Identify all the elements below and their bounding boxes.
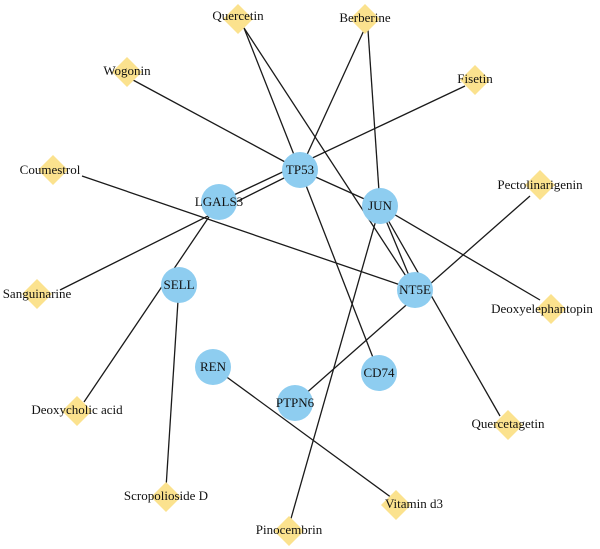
compound-node-deoxyelephantopin [536,294,566,324]
edge-pinocembrin-jun [289,205,381,523]
gene-label-jun: JUN [368,198,392,213]
compound-node-sanguinarine [22,279,52,309]
edge-coumestrol-nt5e [81,175,416,291]
compound-label-deoxyelephantopin: Deoxyelephantopin [491,301,593,316]
edge-tp53-cd74 [299,169,380,374]
gene-node-cd74 [361,355,397,391]
compound-label-pectolinarigenin: Pectolinarigenin [497,177,583,192]
compound-node-wogonin [112,57,142,87]
compound-node-coumestrol [38,155,68,185]
edges-layer [59,27,541,523]
edge-quercetin-nt5e [243,27,416,291]
compound-label-quercetin: Quercetin [212,8,264,23]
edge-scropolioside_d-sell [165,284,180,489]
gene-node-jun [362,188,398,224]
nodes-layer [22,4,566,546]
compound-label-quercetagetin: Quercetagetin [472,416,545,431]
gene-label-tp53: TP53 [286,162,314,177]
edge-wogonin-tp53 [132,79,301,171]
gene-node-ren [195,349,231,385]
compound-node-fisetin [460,65,490,95]
compound-label-berberine: Berberine [339,10,390,25]
edge-deoxycholic_acid-lgals3 [83,201,220,403]
compound-label-sanguinarine: Sanguinarine [3,286,72,301]
compound-node-scropolioside-d [151,482,181,512]
gene-node-lgals3 [201,184,237,220]
gene-label-nt5e: NT5E [399,282,431,297]
gene-node-sell [161,267,197,303]
edge-sanguinarine-tp53 [59,169,301,291]
compound-label-fisetin: Fisetin [457,71,493,86]
edge-vitamin_d3-ren [212,366,393,499]
compound-label-vitamin-d3: Vitamin d3 [385,496,443,511]
compound-node-quercetagetin [493,410,523,440]
compound-label-scropolioside-d: Scropolioside D [124,488,208,503]
gene-label-ren: REN [200,359,227,374]
gene-label-lgals3: LGALS3 [195,194,243,209]
compound-node-pectolinarigenin [525,170,555,200]
gene-node-ptpn6 [277,385,313,421]
compound-node-vitamin-d3 [381,490,411,520]
gene-node-nt5e [397,272,433,308]
edge-quercetin-tp53 [243,27,301,171]
compound-label-coumestrol: Coumestrol [20,162,81,177]
compound-node-pinocembrin [274,516,304,546]
edge-fisetin-lgals3 [218,85,466,203]
labels-layer: Quercetin BerberineWogoninFisetinCoumestr… [3,8,594,537]
compound-label-deoxycholic-acid: Deoxycholic acid [31,402,123,417]
compound-label-pinocembrin: Pinocembrin [256,522,323,537]
gene-label-cd74: CD74 [363,365,395,380]
gene-label-ptpn6: PTPN6 [276,395,315,410]
gene-node-tp53 [282,152,318,188]
edge-quercetagetin-jun [379,205,501,417]
compound-label-wogonin: Wogonin [103,63,151,78]
edge-deoxyelephantopin-jun [379,205,541,301]
compound-node-berberine [350,4,380,34]
compound-node-deoxycholic-acid [62,396,92,426]
compound-node-quercetin [223,4,253,34]
edge-berberine-tp53 [299,27,366,171]
gene-label-sell: SELL [163,277,194,292]
edge-berberine-jun [367,29,381,207]
